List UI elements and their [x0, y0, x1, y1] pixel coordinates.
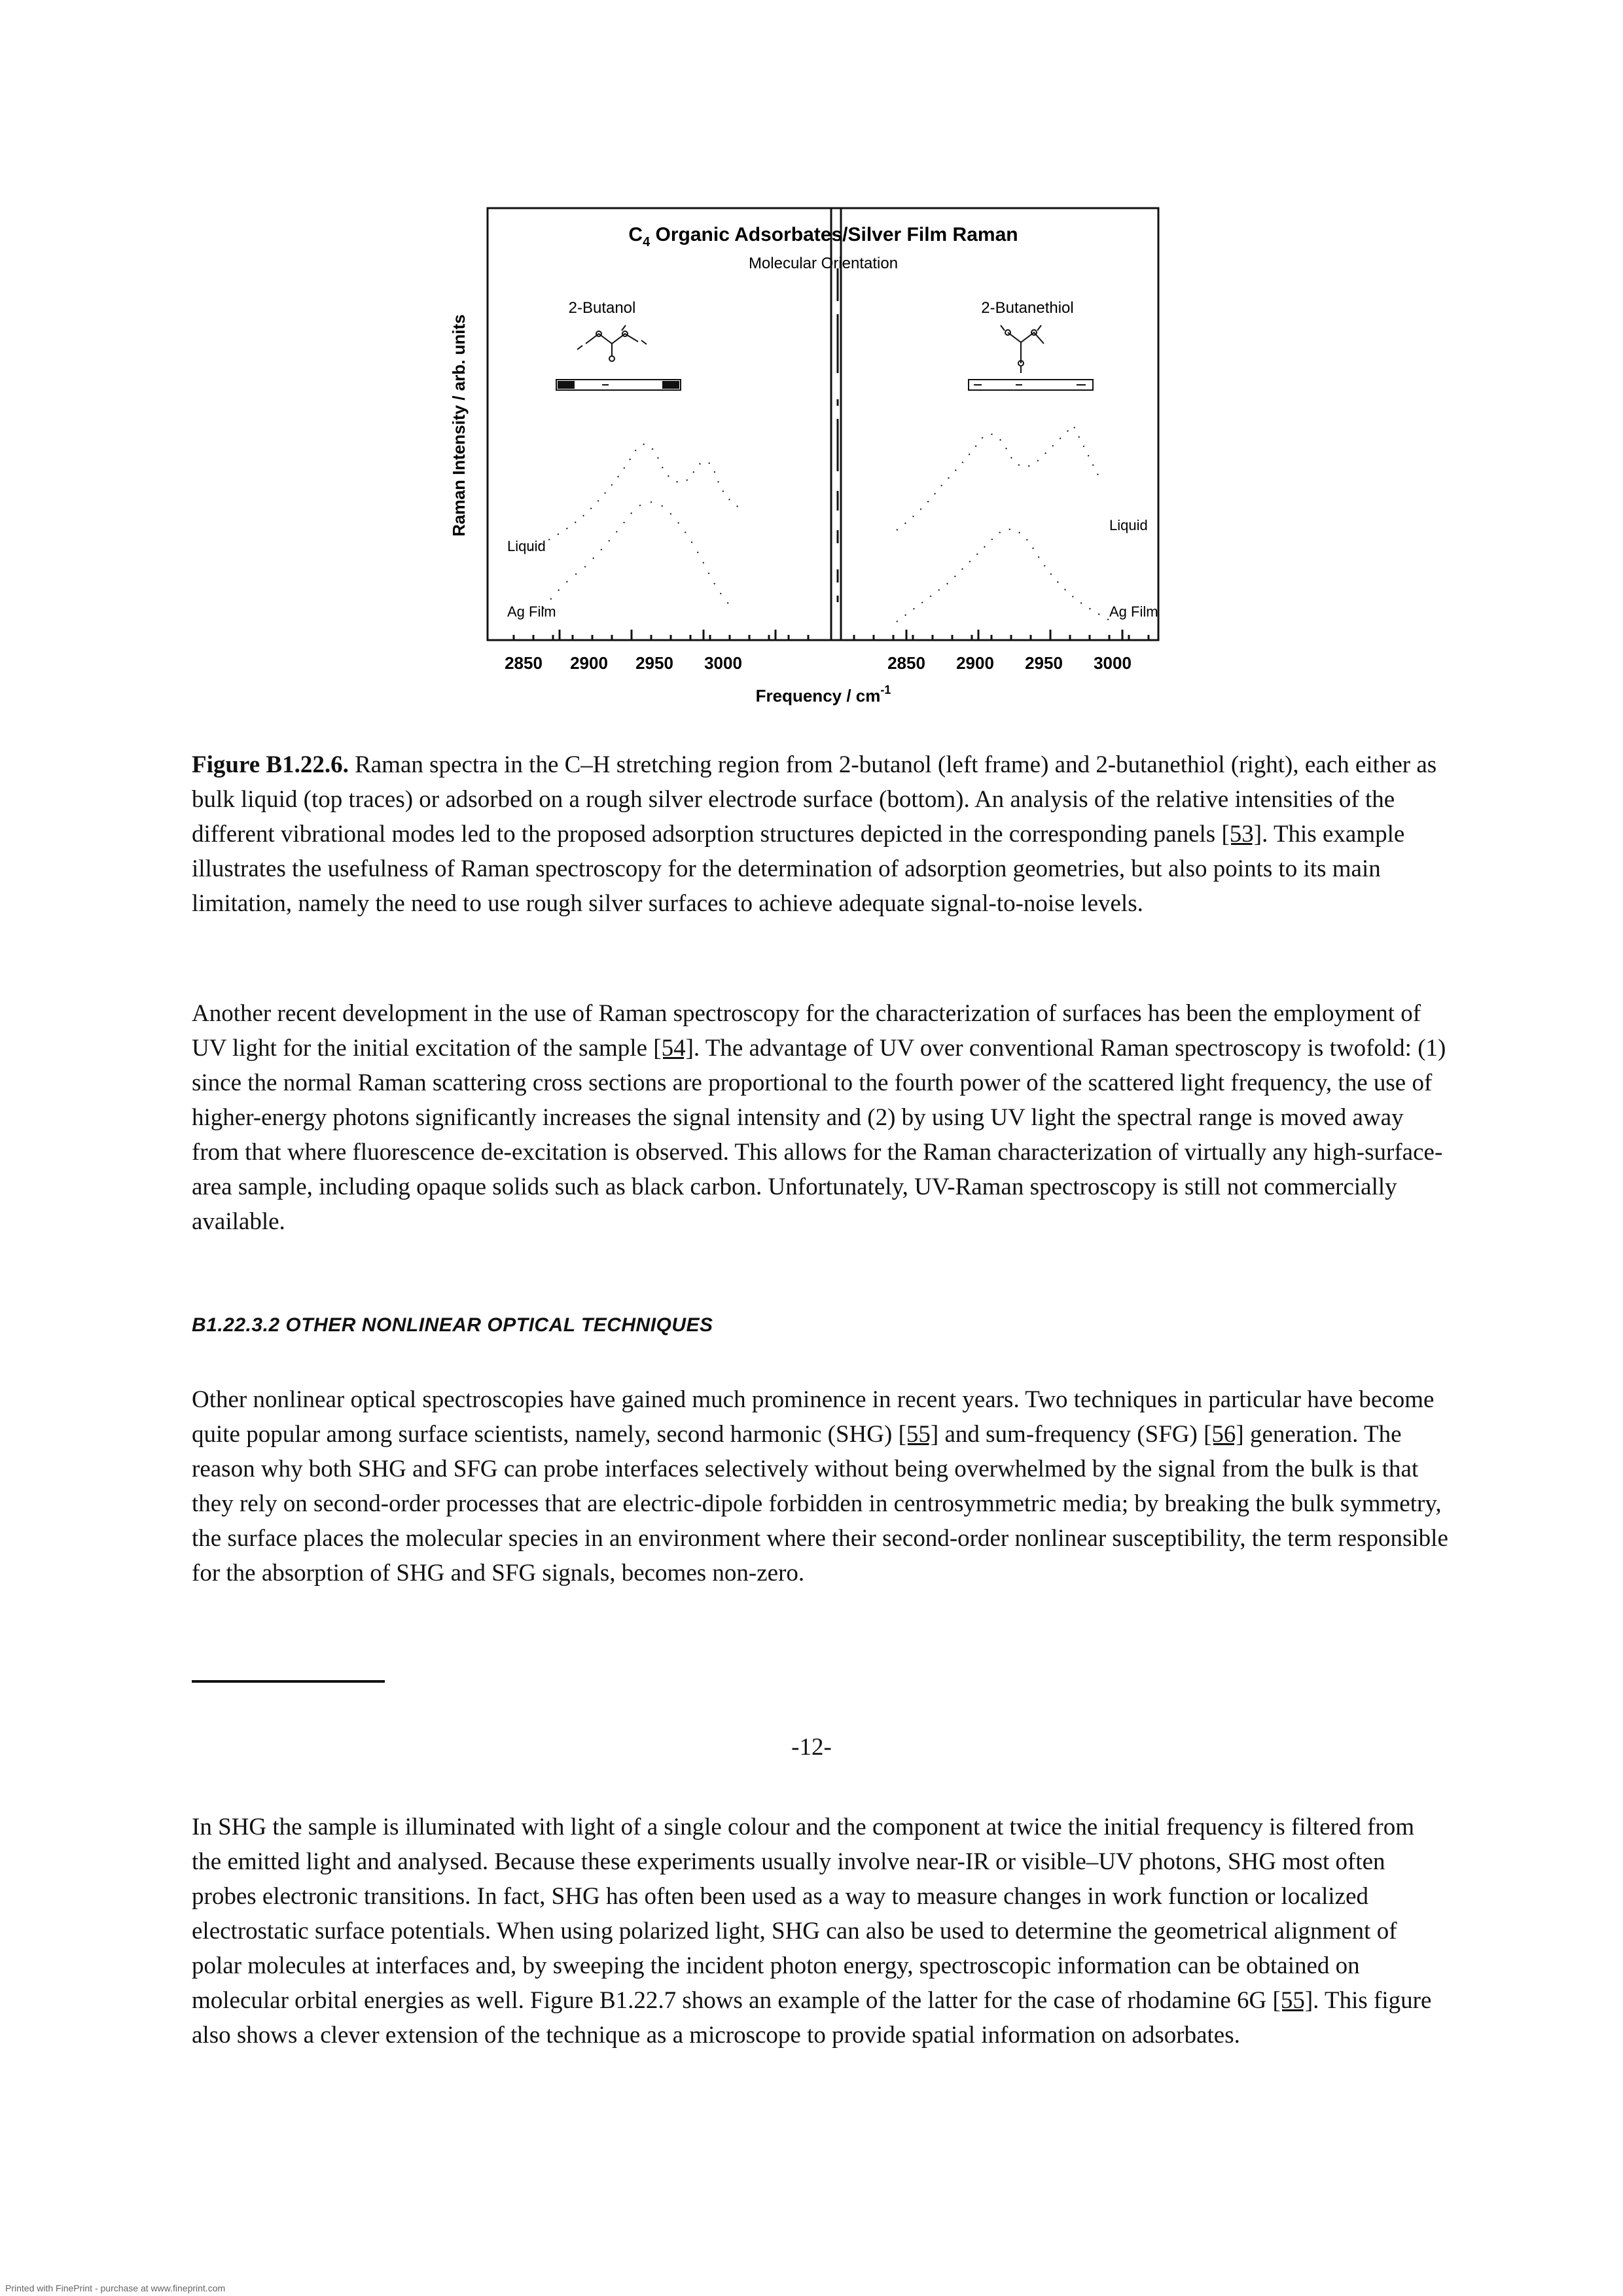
- left-surface-bar: [556, 379, 681, 391]
- left-tick-label: 2950: [635, 653, 673, 673]
- reference-link[interactable]: [54]: [653, 1035, 694, 1062]
- figure-title: C4 Organic Adsorbates/Silver Film Raman: [628, 224, 1018, 249]
- caption-text: . This example illustrates the usefulnes…: [192, 821, 1405, 917]
- right-trace-label-liquid: Liquid: [1109, 517, 1148, 533]
- right-ag-film-trace: [896, 528, 1113, 622]
- paragraph: Other nonlinear optical spectroscopies h…: [192, 1382, 1448, 1590]
- reference-link[interactable]: [55]: [898, 1421, 939, 1448]
- figure-caption: Figure B1.22.6. Raman spectra in the C–H…: [192, 747, 1448, 921]
- reference-link[interactable]: [56]: [1204, 1421, 1244, 1448]
- butanol-molecule-drawing: [577, 325, 647, 362]
- paragraph: In SHG the sample is illuminated with li…: [192, 1810, 1448, 2053]
- paragraph-text: . The advantage of UV over conventional …: [192, 1035, 1446, 1235]
- print-footer: Printed with FinePrint - purchase at www…: [5, 2283, 226, 2293]
- paragraph-text: Another recent development in the use of…: [192, 1000, 1421, 1062]
- paragraph-text: and sum-frequency (SFG): [938, 1421, 1204, 1448]
- left-trace-label-ag-film: Ag Film: [507, 603, 556, 620]
- section-heading: B1.22.3.2 OTHER NONLINEAR OPTICAL TECHNI…: [192, 1314, 713, 1336]
- caption-label: Figure B1.22.6.: [192, 751, 349, 778]
- left-tick-label: 3000: [704, 653, 742, 673]
- paragraph-text: generation. The reason why both SHG and …: [192, 1421, 1448, 1587]
- left-tick-label: 2850: [505, 653, 543, 673]
- figure-subtitle: Molecular Orientation: [749, 255, 898, 272]
- reference-link[interactable]: [53]: [1221, 821, 1262, 848]
- paragraph-text: In SHG the sample is illuminated with li…: [192, 1814, 1415, 2014]
- right-tick-label: 2900: [956, 653, 994, 673]
- y-axis-label: Raman Intensity / arb. units: [452, 314, 469, 537]
- x-axis-label: Frequency / cm-1: [756, 683, 891, 706]
- right-tick-label: 2950: [1025, 653, 1063, 673]
- paragraph-text: Other nonlinear optical spectroscopies h…: [192, 1386, 1435, 1448]
- paragraph: Another recent development in the use of…: [192, 996, 1448, 1239]
- right-liquid-trace: [896, 424, 1100, 531]
- left-tick-label: 2900: [570, 653, 608, 673]
- left-frame: [486, 207, 842, 641]
- raman-figure: C4 Organic Adsorbates/Silver Film Raman …: [452, 203, 1171, 720]
- left-panel-name: 2-Butanol: [569, 299, 636, 317]
- right-trace-label-ag-film: Ag Film: [1109, 603, 1158, 620]
- left-ag-film-trace: [543, 501, 734, 609]
- paragraph-text: . This figure also shows a clever extens…: [192, 1987, 1432, 2049]
- right-tick-label: 2850: [887, 653, 925, 673]
- right-tick-label: 3000: [1094, 653, 1132, 673]
- right-panel-name: 2-Butanethiol: [981, 299, 1073, 317]
- caption-text: Raman spectra in the C–H stretching regi…: [192, 751, 1437, 848]
- right-frame: [830, 207, 1160, 641]
- page-number: -12-: [791, 1734, 832, 1761]
- footnote-rule: [192, 1680, 385, 1683]
- left-liquid-trace: [529, 443, 747, 550]
- butanethiol-molecule-drawing: [1000, 325, 1044, 373]
- left-trace-label-liquid: Liquid: [507, 538, 546, 554]
- reference-link[interactable]: [55]: [1272, 1987, 1313, 2014]
- x-axis-ticks: [512, 630, 1150, 640]
- right-surface-bar: [968, 379, 1094, 391]
- raman-figure-svg: C4 Organic Adsorbates/Silver Film Raman …: [452, 207, 1160, 706]
